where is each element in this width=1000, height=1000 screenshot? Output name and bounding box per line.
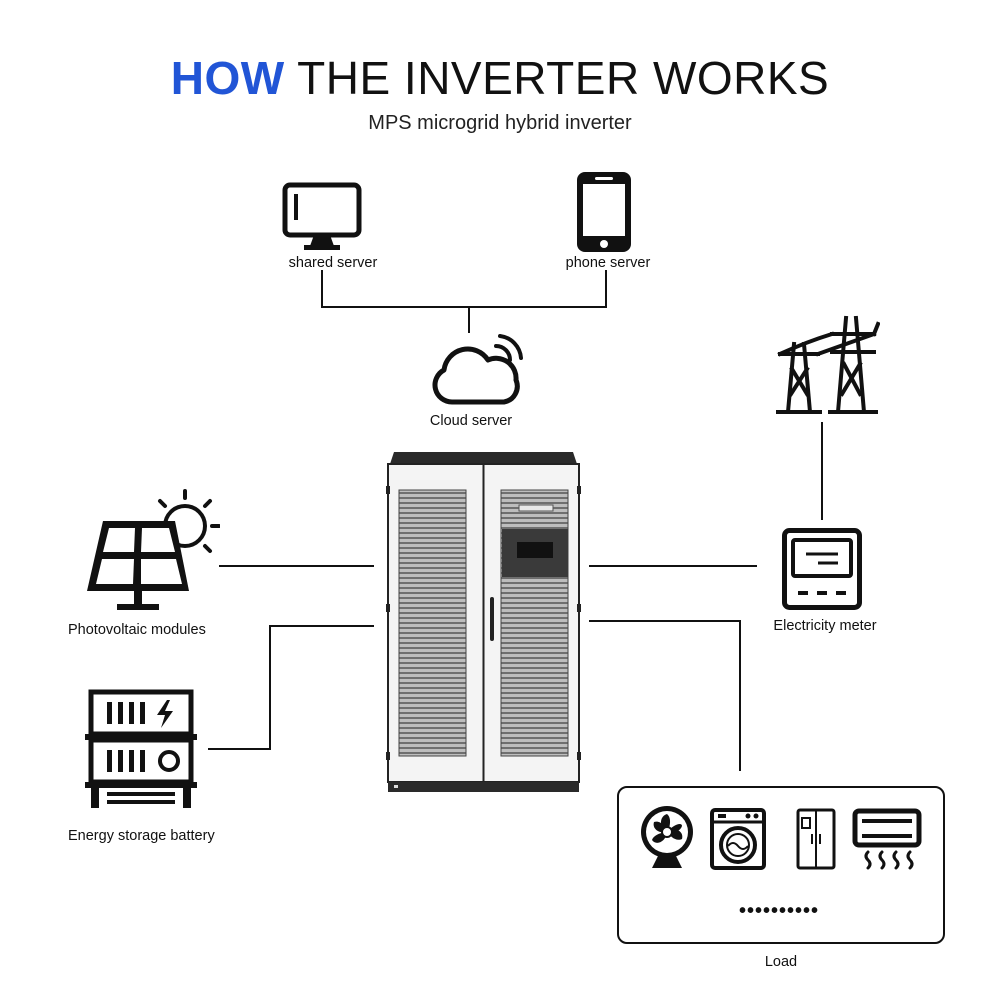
more-loads-ellipsis: •••••••••• <box>738 900 820 922</box>
shared-server-label: shared server <box>288 255 378 271</box>
meter-label: Electricity meter <box>773 618 877 634</box>
load-label: Load <box>764 954 798 970</box>
inverter-cabinet <box>386 452 581 792</box>
page-subtitle: MPS microgrid hybrid inverter <box>368 112 632 134</box>
cloud-server-label: Cloud server <box>429 413 513 429</box>
battery-rack-icon <box>85 689 197 808</box>
cloud-icon <box>432 334 523 405</box>
photovoltaic-label: Photovoltaic modules <box>68 622 206 638</box>
phone-server-label: phone server <box>565 255 651 271</box>
fan-icon <box>641 806 693 868</box>
title-highlight: HOW <box>170 52 285 104</box>
phone-icon <box>577 172 631 252</box>
washing-machine-icon <box>710 808 766 870</box>
load-box <box>617 786 945 944</box>
title-rest: THE INVERTER WORKS <box>297 52 830 104</box>
electricity-meter-icon <box>782 528 862 610</box>
refrigerator-icon <box>796 808 836 870</box>
page-title: HOW THE INVERTER WORKS <box>0 50 1000 106</box>
battery-label: Energy storage battery <box>68 828 215 844</box>
solar-panel-icon <box>87 489 220 610</box>
air-conditioner-icon <box>852 808 922 870</box>
power-tower-icon <box>776 315 880 414</box>
monitor-icon <box>282 182 362 250</box>
